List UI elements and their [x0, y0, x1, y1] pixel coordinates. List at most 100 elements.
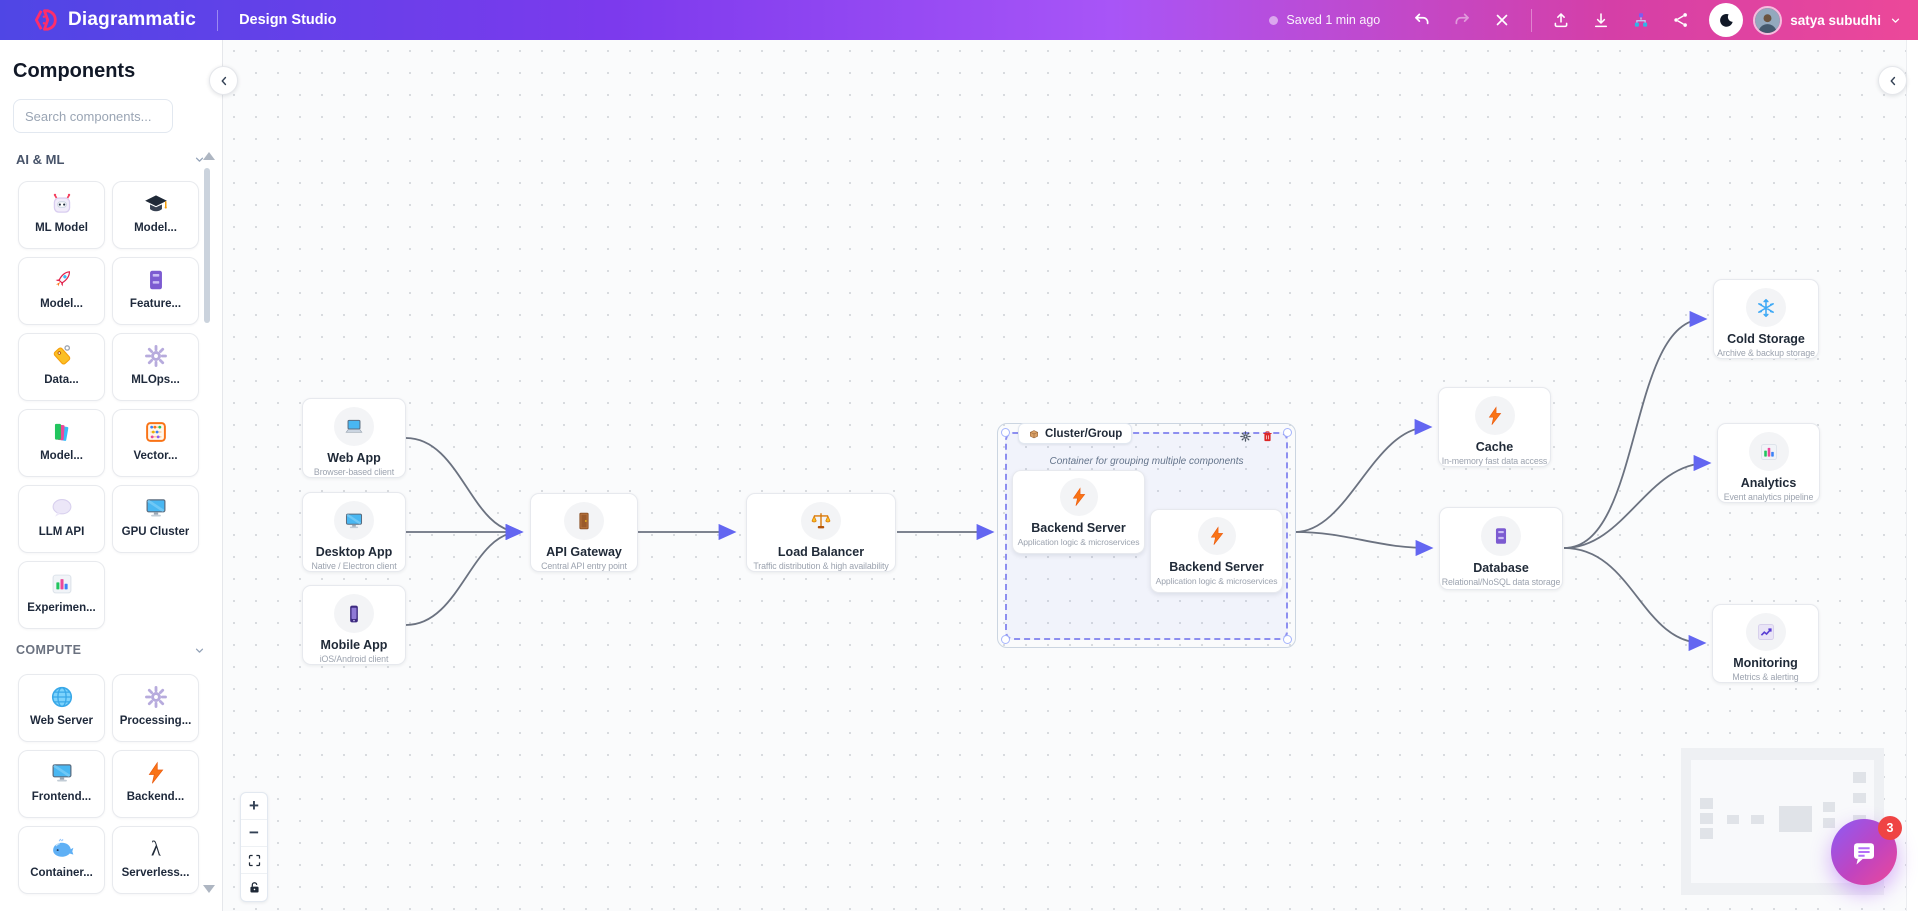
component-mlops[interactable]: MLOps...: [112, 333, 199, 401]
component-vector-db[interactable]: Vector...: [112, 409, 199, 477]
lock-button[interactable]: [241, 874, 267, 901]
zoom-out-button[interactable]: −: [241, 820, 267, 847]
component-backend[interactable]: Backend...: [112, 750, 199, 818]
cluster-title: Cluster/Group: [1045, 427, 1123, 440]
components-panel: Components AI & ML ML Model Model... Mod…: [0, 40, 223, 911]
component-gpu-cluster[interactable]: GPU Cluster: [112, 485, 199, 553]
clear-button[interactable]: [1485, 3, 1519, 37]
node-subtitle: Application logic & microservices: [1155, 576, 1278, 586]
undo-button[interactable]: [1405, 3, 1439, 37]
cluster-label[interactable]: Cluster/Group: [1018, 423, 1133, 444]
theme-toggle-button[interactable]: [1709, 3, 1744, 37]
node-subtitle: Application logic & microservices: [1017, 537, 1140, 547]
resize-handle[interactable]: [1001, 428, 1010, 437]
collapse-left-panel-button[interactable]: [209, 66, 238, 95]
node-database[interactable]: Database Relational/NoSQL data storage: [1439, 507, 1563, 590]
component-model-deploy[interactable]: Model...: [18, 257, 105, 325]
node-title: Cache: [1475, 440, 1514, 454]
component-label: Frontend...: [31, 791, 92, 803]
header-divider: [217, 9, 219, 31]
zoom-in-button[interactable]: +: [241, 793, 267, 820]
node-title: API Gateway: [546, 545, 622, 559]
resize-handle[interactable]: [1001, 635, 1010, 644]
panel-title: Components: [13, 60, 136, 82]
settings-gear-icon[interactable]: [1239, 430, 1252, 443]
share-button[interactable]: [1664, 3, 1698, 37]
upload-button[interactable]: [1544, 3, 1578, 37]
component-ml-model[interactable]: ML Model: [18, 181, 105, 249]
chevron-left-icon: [1886, 74, 1900, 88]
node-cache[interactable]: Cache In-memory fast data access: [1438, 387, 1551, 467]
share-icon: [1672, 11, 1690, 29]
save-status-text: Saved 1 min ago: [1286, 13, 1381, 27]
component-feature-store[interactable]: Feature...: [112, 257, 199, 325]
component-frontend[interactable]: Frontend...: [18, 750, 105, 818]
node-desktop-app[interactable]: Desktop App Native / Electron client: [302, 492, 406, 572]
resize-handle[interactable]: [1283, 428, 1292, 437]
svg-text:λ: λ: [151, 839, 161, 861]
download-button[interactable]: [1584, 3, 1618, 37]
door-icon: [564, 502, 604, 540]
fit-view-icon: [247, 853, 262, 868]
node-title: Backend Server: [1031, 521, 1126, 535]
brand[interactable]: Diagrammatic: [32, 7, 196, 33]
globe-icon: [49, 684, 75, 710]
app-logo-icon: [32, 7, 58, 33]
node-monitoring[interactable]: Monitoring Metrics & alerting: [1712, 604, 1819, 683]
component-container[interactable]: Container...: [18, 826, 105, 894]
node-mobile-app[interactable]: Mobile App iOS/Android client: [302, 585, 406, 665]
component-model-registry[interactable]: Model...: [18, 409, 105, 477]
bar-chart-icon: [1748, 432, 1789, 471]
component-serverless[interactable]: λ Serverless...: [112, 826, 199, 894]
node-subtitle: Relational/NoSQL data storage: [1441, 577, 1561, 587]
resize-handle[interactable]: [1283, 635, 1292, 644]
delete-trash-icon[interactable]: [1261, 430, 1274, 443]
component-processing[interactable]: Processing...: [112, 674, 199, 742]
redo-icon: [1453, 11, 1471, 29]
gear-icon: [143, 684, 169, 710]
redo-button[interactable]: [1445, 3, 1479, 37]
fit-view-button[interactable]: [241, 847, 267, 874]
component-data-labeling[interactable]: Data...: [18, 333, 105, 401]
diagram-canvas[interactable]: Web App Browser-based client Desktop App…: [223, 40, 1918, 911]
component-web-server[interactable]: Web Server: [18, 674, 105, 742]
close-icon: [1493, 11, 1511, 29]
scroll-up-arrow[interactable]: [203, 152, 215, 160]
component-label: Data...: [44, 374, 79, 386]
search-input[interactable]: [13, 99, 173, 133]
component-label: Experimen...: [27, 602, 96, 614]
category-compute[interactable]: COMPUTE: [16, 643, 206, 657]
node-title: Monitoring: [1733, 656, 1798, 670]
tag-icon: [49, 343, 75, 369]
download-icon: [1592, 11, 1610, 29]
scroll-down-arrow[interactable]: [203, 885, 215, 893]
whale-icon: [49, 836, 75, 862]
node-backend-server-1[interactable]: Backend Server Application logic & micro…: [1012, 470, 1145, 554]
node-load-balancer[interactable]: Load Balancer Traffic distribution & hig…: [746, 493, 896, 572]
component-label: ML Model: [35, 222, 88, 234]
collapse-right-panel-button[interactable]: [1878, 66, 1907, 95]
user-menu[interactable]: satya subudhi: [1753, 5, 1902, 35]
component-llm-api[interactable]: LLM API: [18, 485, 105, 553]
cluster-group[interactable]: Cluster/Group Container for grouping mul…: [1001, 423, 1292, 644]
app-header: Diagrammatic Design Studio Saved 1 min a…: [0, 0, 1918, 40]
node-title: Mobile App: [320, 638, 388, 652]
node-subtitle: Archive & backup storage: [1717, 348, 1815, 358]
chevron-down-icon: [1889, 14, 1902, 27]
user-name: satya subudhi: [1790, 12, 1881, 28]
node-title: Web App: [327, 451, 381, 465]
templates-button[interactable]: [1624, 3, 1658, 37]
node-cold-storage[interactable]: Cold Storage Archive & backup storage: [1713, 279, 1819, 359]
node-title: Cold Storage: [1727, 332, 1805, 346]
lightning-icon: [1474, 396, 1515, 435]
component-model-training[interactable]: Model...: [112, 181, 199, 249]
node-analytics[interactable]: Analytics Event analytics pipeline: [1717, 423, 1820, 503]
node-backend-server-2[interactable]: Backend Server Application logic & micro…: [1150, 509, 1283, 593]
scrollbar-thumb[interactable]: [204, 168, 210, 323]
node-api-gateway[interactable]: API Gateway Central API entry point: [530, 493, 638, 572]
node-web-app[interactable]: Web App Browser-based client: [302, 398, 406, 478]
monitor-icon: [143, 495, 169, 521]
component-experiment[interactable]: Experimen...: [18, 561, 105, 629]
category-ai-ml[interactable]: AI & ML: [16, 152, 206, 167]
node-title: Desktop App: [315, 545, 393, 559]
